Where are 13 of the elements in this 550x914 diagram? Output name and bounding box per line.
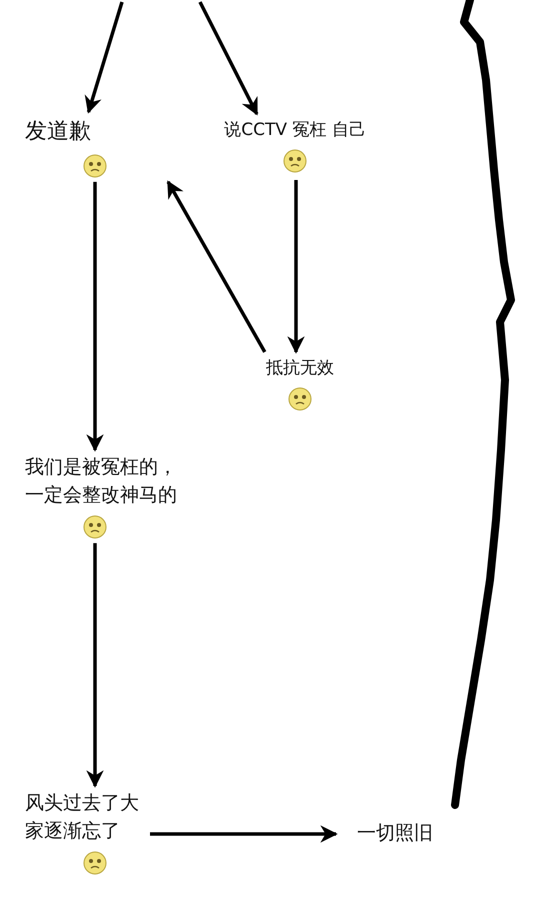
node-text: 发道歉 (25, 118, 91, 146)
node-text: 一切照旧 (357, 821, 433, 846)
node-text: 我们是被冤枉的，一定会整改神马的 (25, 455, 178, 508)
arrow (150, 825, 338, 843)
node-text: 抵抗无效 (266, 357, 334, 380)
node-text: 说CCTV 冤枉 自己 (224, 119, 366, 142)
arrow (198, 1, 258, 116)
arrow (86, 543, 104, 788)
arrow (84, 2, 124, 114)
arrow (166, 180, 266, 353)
node-text: 风头过去了大家逐渐忘了 (25, 791, 140, 844)
arrow (287, 180, 305, 354)
arrow (86, 182, 104, 452)
